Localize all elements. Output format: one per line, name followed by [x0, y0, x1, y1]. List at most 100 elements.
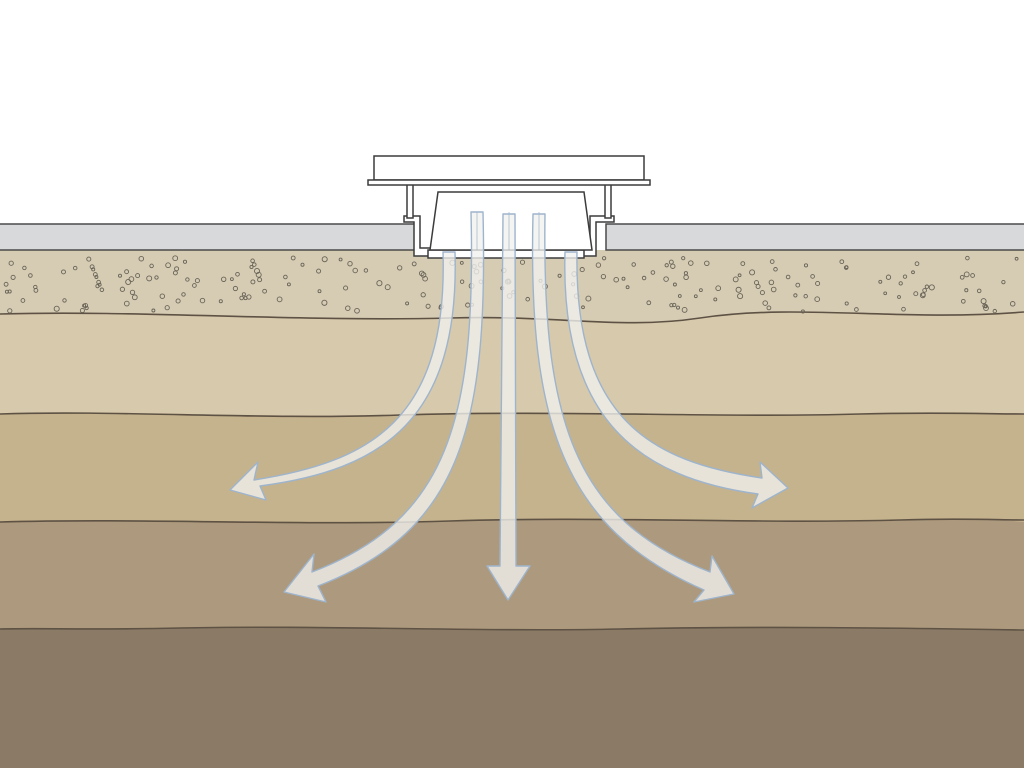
gravel-dot — [131, 294, 138, 301]
gravel-dot — [321, 299, 328, 306]
gravel-dot — [405, 301, 410, 306]
gravel-dot — [965, 255, 970, 261]
gravel-dot — [676, 305, 680, 310]
gravel-dot — [770, 286, 777, 293]
gravel-dot — [737, 273, 742, 278]
boundary-line-1 — [0, 311, 1024, 324]
gravel-dot — [20, 298, 26, 303]
gravel-dot — [239, 295, 244, 301]
gravel-dot — [672, 282, 677, 287]
flow-arrow-left — [283, 211, 485, 603]
gravel-dot — [557, 273, 562, 278]
gravel-dot — [286, 282, 291, 287]
gravel-dot — [321, 256, 328, 263]
gravel-dot — [86, 256, 92, 262]
gravel-dot — [581, 305, 585, 310]
gravel-dot — [795, 282, 801, 288]
gravel-dot — [149, 263, 154, 269]
gravel-dot — [151, 308, 156, 313]
gravel-dot — [843, 265, 849, 270]
gravel-dot — [621, 276, 626, 281]
gravel-dot — [670, 263, 676, 269]
gravel-dot — [62, 298, 67, 303]
gravel-dot — [525, 296, 530, 302]
gravel-dot — [352, 267, 358, 274]
boundary-line-3 — [0, 518, 1024, 524]
gravel-dot — [22, 265, 27, 271]
gravel-dot — [10, 274, 16, 280]
gravel-dot — [897, 295, 901, 299]
gravel-dot — [316, 268, 322, 274]
gravel-dot — [595, 262, 602, 268]
gravel-dot — [241, 292, 246, 297]
gravel-dot — [664, 263, 669, 268]
gravel-dot — [902, 274, 908, 279]
gravel-dot — [246, 294, 252, 300]
gravel-dot — [172, 270, 178, 276]
gravel-dot — [785, 274, 791, 280]
gravel-dot — [181, 292, 186, 297]
gravel-dot — [976, 288, 982, 294]
gravel-dot — [815, 281, 821, 286]
gravel-dot — [715, 285, 722, 292]
gravel-dot — [94, 275, 99, 279]
gravel-dot — [672, 302, 677, 308]
gravel-dot — [759, 290, 765, 296]
gravel-dot — [755, 284, 761, 289]
gravel-dot — [376, 280, 383, 287]
gravel-dot — [82, 302, 89, 309]
gravel-dot — [601, 256, 607, 261]
gravel-dot — [663, 276, 669, 282]
gravel-dot — [964, 288, 969, 293]
gravel-dot — [79, 307, 85, 314]
gravel-dot — [232, 285, 238, 292]
gravel-dot — [646, 300, 652, 306]
gravel-dot — [165, 262, 171, 269]
gravel-dot — [172, 255, 179, 262]
gravel-dot — [159, 293, 165, 299]
gravel-dot — [82, 303, 87, 308]
gravel-dot — [693, 294, 698, 299]
gravel-dot — [164, 305, 170, 311]
gravel-dot — [154, 275, 159, 280]
gravel-dot — [276, 296, 283, 303]
gravel-dot — [668, 259, 674, 265]
gravel-dot — [732, 276, 739, 283]
gravel-dot — [254, 268, 260, 274]
gravel-dot — [300, 262, 305, 267]
gravel-dot — [914, 261, 920, 267]
gravel-dot — [793, 293, 798, 298]
gravel-dot — [980, 298, 987, 305]
gravel-dot — [91, 267, 96, 272]
gravel-dot — [735, 286, 742, 293]
gravel-dot — [677, 294, 682, 298]
gravel-dot — [688, 260, 694, 266]
gravel-dot — [983, 304, 988, 309]
gravel-dot — [803, 263, 809, 268]
gravel-dot — [255, 271, 262, 278]
gravel-dot — [911, 270, 915, 275]
gravel-dot — [919, 292, 926, 299]
gravel-dot — [250, 258, 255, 264]
gravel-dot — [8, 260, 14, 266]
gravel-dot — [135, 273, 141, 279]
gravel-dot — [99, 287, 105, 293]
gravel-dot — [124, 269, 130, 275]
gravel-dot — [600, 273, 607, 280]
layer-boundary-lines — [0, 311, 1024, 631]
gravel-dot — [290, 255, 296, 261]
gravel-dot — [839, 259, 845, 265]
gravel-dot — [347, 261, 353, 267]
gravel-dot — [118, 273, 122, 278]
gravel-dot — [854, 307, 859, 312]
flow-arrow-center — [486, 213, 531, 601]
slab-left — [0, 223, 419, 251]
gravel-dot — [844, 301, 849, 306]
gravel-dot — [519, 259, 526, 265]
gravel-dot — [182, 259, 188, 264]
gravel-dot — [960, 298, 966, 304]
gravel-dot — [924, 284, 930, 289]
outlet-flow-lines — [476, 212, 540, 250]
gravel-dot — [250, 279, 256, 285]
gravel-dot — [419, 270, 425, 277]
